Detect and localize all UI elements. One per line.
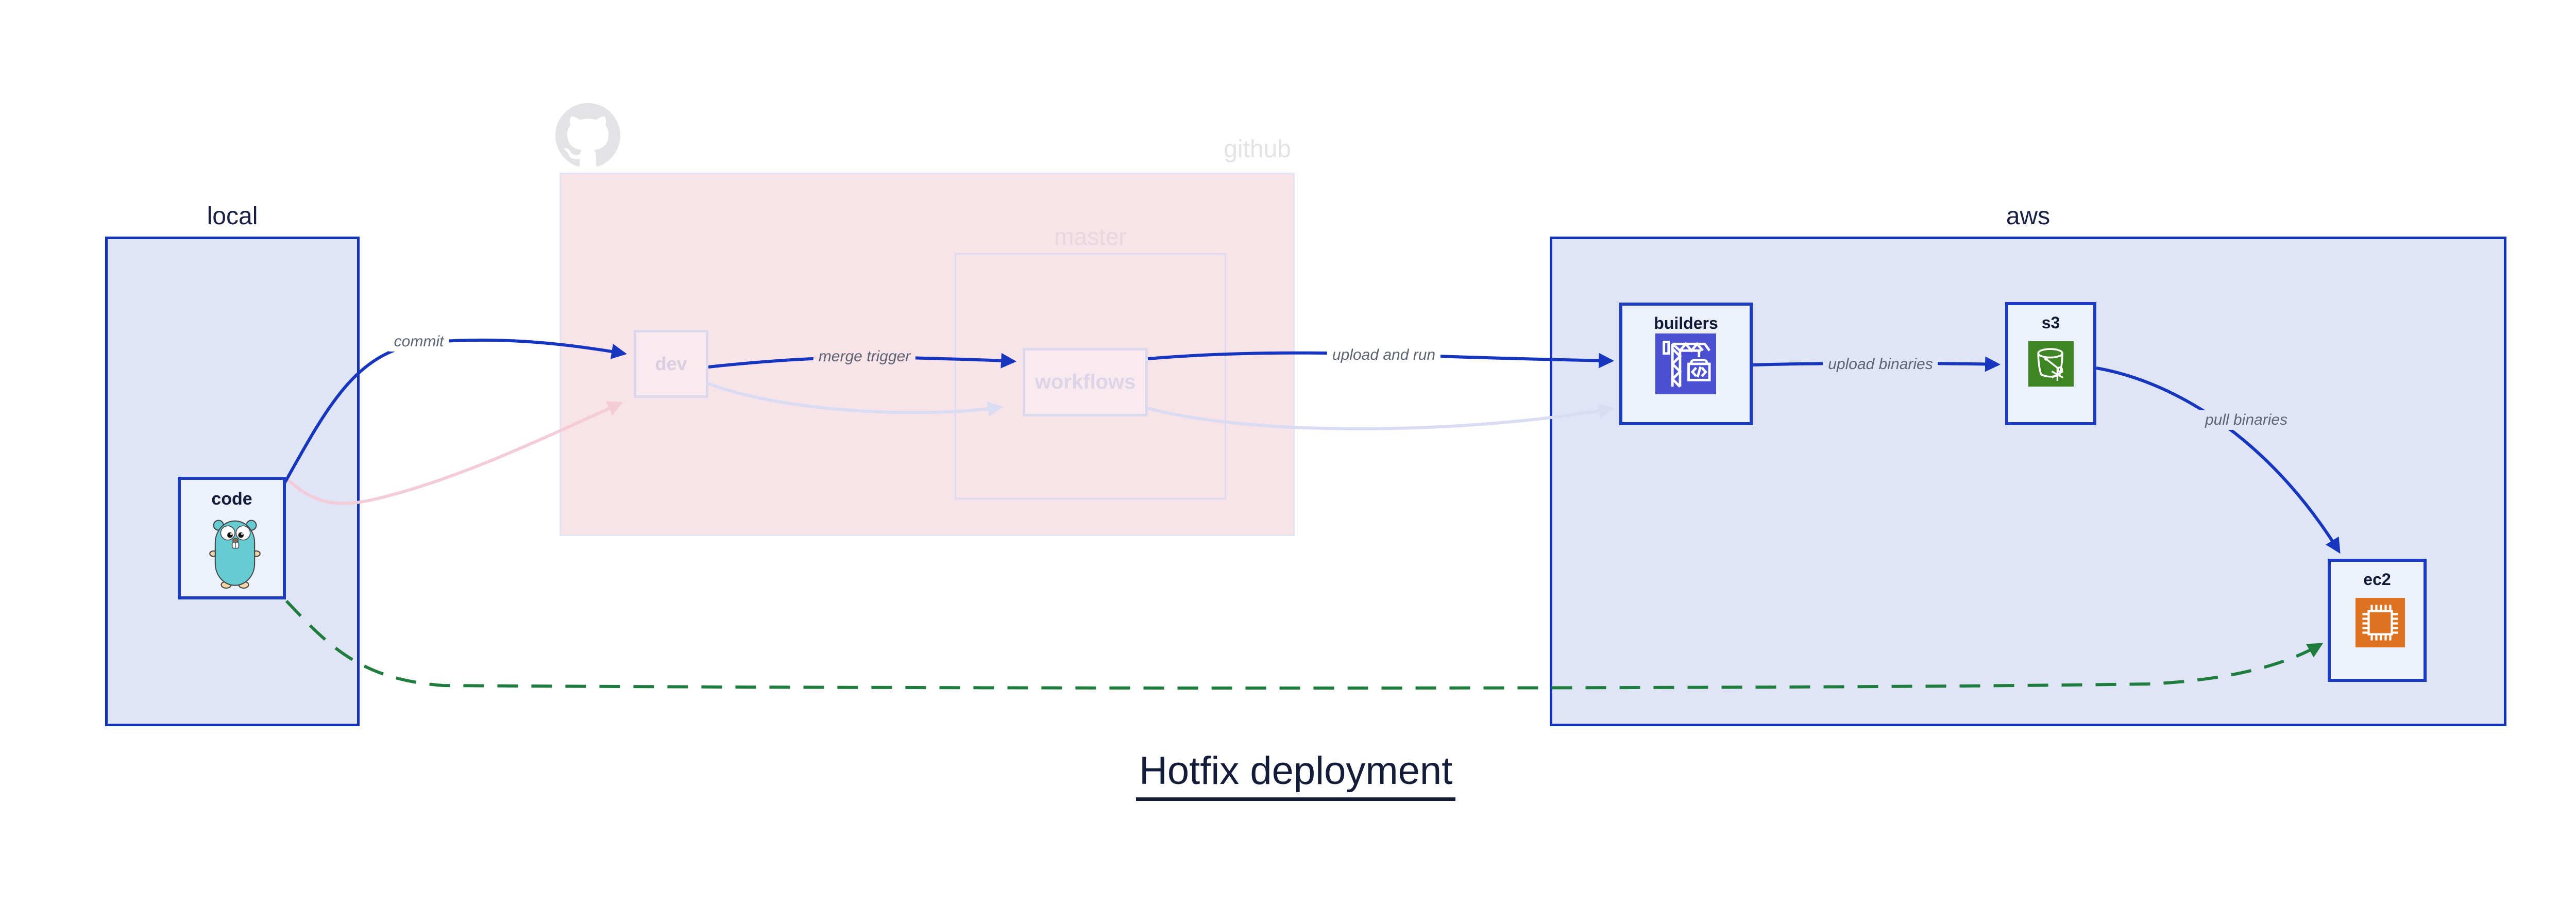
node-builders-label: builders [1654, 314, 1718, 332]
node-ec2-label: ec2 [2363, 570, 2391, 589]
group-aws-label: aws [2006, 203, 2050, 230]
node-code-label: code [211, 489, 252, 509]
node-workflows: workflows [1023, 348, 1148, 416]
node-dev: dev [634, 330, 708, 398]
node-ec2: ec2 [2328, 559, 2427, 682]
github-octocat-icon [555, 103, 620, 166]
edge-hotfix-dashed [285, 599, 2324, 690]
node-s3: s3 [2005, 302, 2096, 425]
edge-dev-workflows-faded [707, 382, 1003, 417]
ec2-chip-icon [2355, 598, 2405, 647]
node-code: code [178, 477, 286, 599]
codebuild-crane-icon [1655, 333, 1716, 394]
go-gopher-icon [209, 520, 261, 589]
edge-label-commit: commit [388, 332, 449, 352]
edge-label-upload-and-run: upload and run [1327, 345, 1441, 365]
edge-workflows-builders-faded [1147, 403, 1614, 430]
edge-label-merge-trigger: merge trigger [813, 347, 916, 366]
group-github-label: github [1224, 136, 1291, 163]
edge-label-upload-binaries: upload binaries [1823, 355, 1938, 374]
node-dev-label: dev [655, 353, 687, 374]
edge-pull-binaries [2096, 366, 2341, 554]
node-builders: builders [1619, 303, 1753, 425]
s3-bucket-icon [2028, 341, 2074, 387]
group-master-label: master [1054, 223, 1127, 250]
edge-label-pull-binaries: pull binaries [2199, 410, 2293, 430]
diagram-title: Hotfix deployment [1136, 748, 1456, 801]
group-master: master [955, 223, 1226, 499]
edge-code-dev-faded [286, 401, 623, 505]
edge-commit [283, 338, 627, 485]
node-workflows-label: workflows [1035, 371, 1136, 393]
group-local-label: local [207, 203, 258, 230]
node-s3-label: s3 [2041, 313, 2060, 332]
